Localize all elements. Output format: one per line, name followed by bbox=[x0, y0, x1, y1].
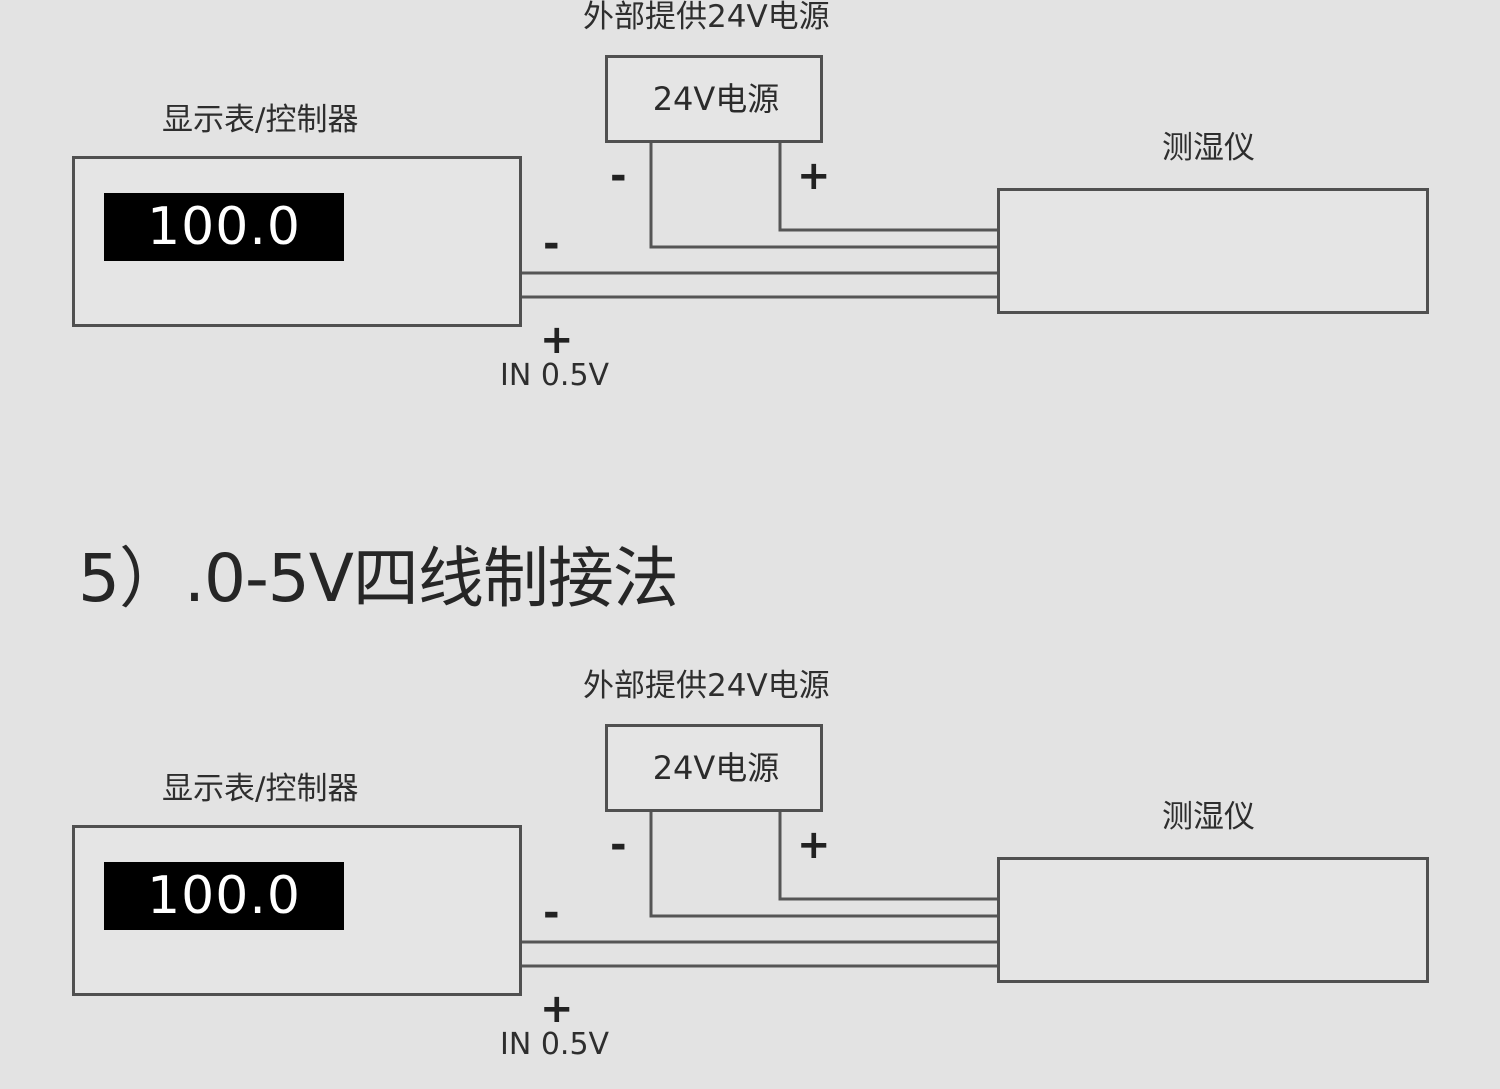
humidity-sensor-body bbox=[997, 188, 1429, 314]
input-range-label: IN 0.5V bbox=[500, 1027, 610, 1062]
section-title: 5）.0-5V四线制接法 bbox=[78, 540, 679, 617]
psu-minus-sign: - bbox=[610, 153, 627, 199]
controller-plus-sign: + bbox=[540, 317, 574, 363]
power-supply-label: 24V电源 bbox=[652, 80, 780, 118]
psu-plus-wire bbox=[778, 811, 998, 901]
psu-plus-sign: + bbox=[797, 153, 831, 199]
display-readout: 100.0 bbox=[104, 193, 344, 261]
psu-minus-wire bbox=[649, 811, 998, 918]
humidity-sensor-body bbox=[997, 857, 1429, 983]
psu-minus-sign: - bbox=[610, 822, 627, 868]
sensor-label: 测湿仪 bbox=[1162, 799, 1255, 835]
controller-label: 显示表/控制器 bbox=[162, 102, 359, 138]
sensor-label: 测湿仪 bbox=[1162, 130, 1255, 166]
wiring-diagram-2: 外部提供24V电源 24V电源 显示表/控制器 100.0 - + - + IN… bbox=[0, 669, 1500, 1089]
external-power-label: 外部提供24V电源 bbox=[583, 0, 830, 35]
power-supply-box: 24V电源 bbox=[605, 724, 823, 812]
external-power-label: 外部提供24V电源 bbox=[583, 668, 830, 704]
psu-plus-sign: + bbox=[797, 822, 831, 868]
psu-minus-wire bbox=[649, 142, 998, 249]
controller-minus-sign: - bbox=[543, 890, 560, 936]
psu-plus-wire bbox=[778, 142, 998, 232]
power-supply-label: 24V电源 bbox=[652, 749, 780, 787]
controller-minus-sign: - bbox=[543, 221, 560, 267]
display-readout: 100.0 bbox=[104, 862, 344, 930]
wiring-diagram-1: 外部提供24V电源 24V电源 显示表/控制器 100.0 - + - + IN… bbox=[0, 0, 1500, 420]
power-supply-box: 24V电源 bbox=[605, 55, 823, 143]
controller-plus-sign: + bbox=[540, 986, 574, 1032]
controller-box: 100.0 bbox=[72, 825, 522, 996]
controller-box: 100.0 bbox=[72, 156, 522, 327]
input-range-label: IN 0.5V bbox=[500, 358, 610, 393]
controller-label: 显示表/控制器 bbox=[162, 771, 359, 807]
